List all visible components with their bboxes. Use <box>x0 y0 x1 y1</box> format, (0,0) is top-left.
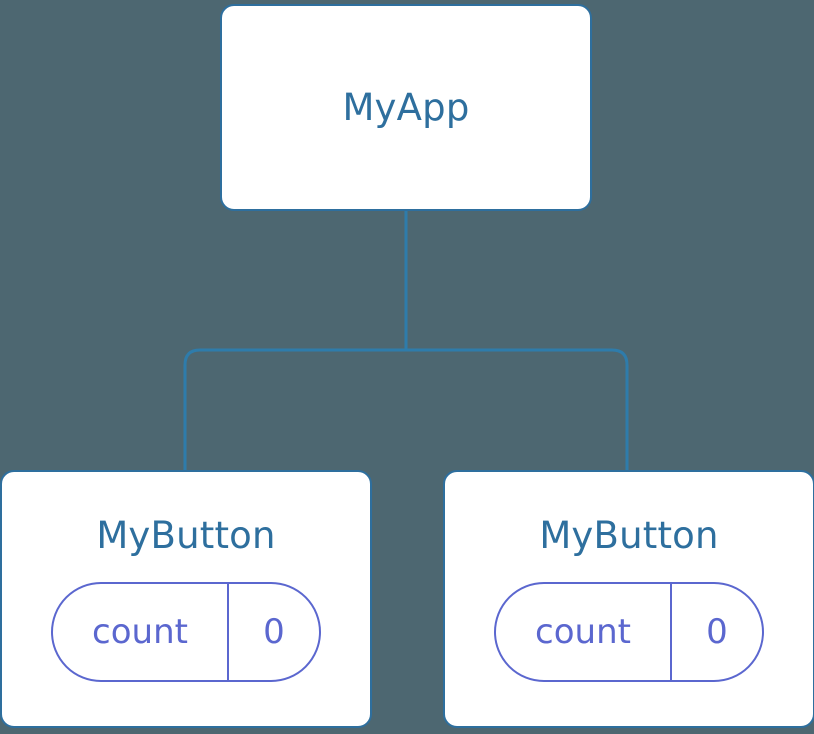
state-pill-1[interactable]: count 0 <box>494 582 764 682</box>
state-pill-1-value: 0 <box>706 612 728 652</box>
state-pill-0-value: 0 <box>263 612 285 652</box>
node-mybutton-0-label: MyButton <box>96 514 276 557</box>
node-myapp[interactable]: MyApp <box>220 4 592 211</box>
node-mybutton-1-label: MyButton <box>539 514 719 557</box>
connector-branch-right <box>406 348 629 472</box>
node-mybutton-1[interactable]: MyButton count 0 <box>443 470 814 728</box>
connector-branch-left <box>183 348 406 472</box>
state-pill-0-key: count <box>53 584 229 680</box>
node-mybutton-0[interactable]: MyButton count 0 <box>0 470 372 728</box>
state-pill-0[interactable]: count 0 <box>51 582 321 682</box>
state-pill-1-key: count <box>496 584 672 680</box>
node-myapp-label: MyApp <box>342 86 470 129</box>
